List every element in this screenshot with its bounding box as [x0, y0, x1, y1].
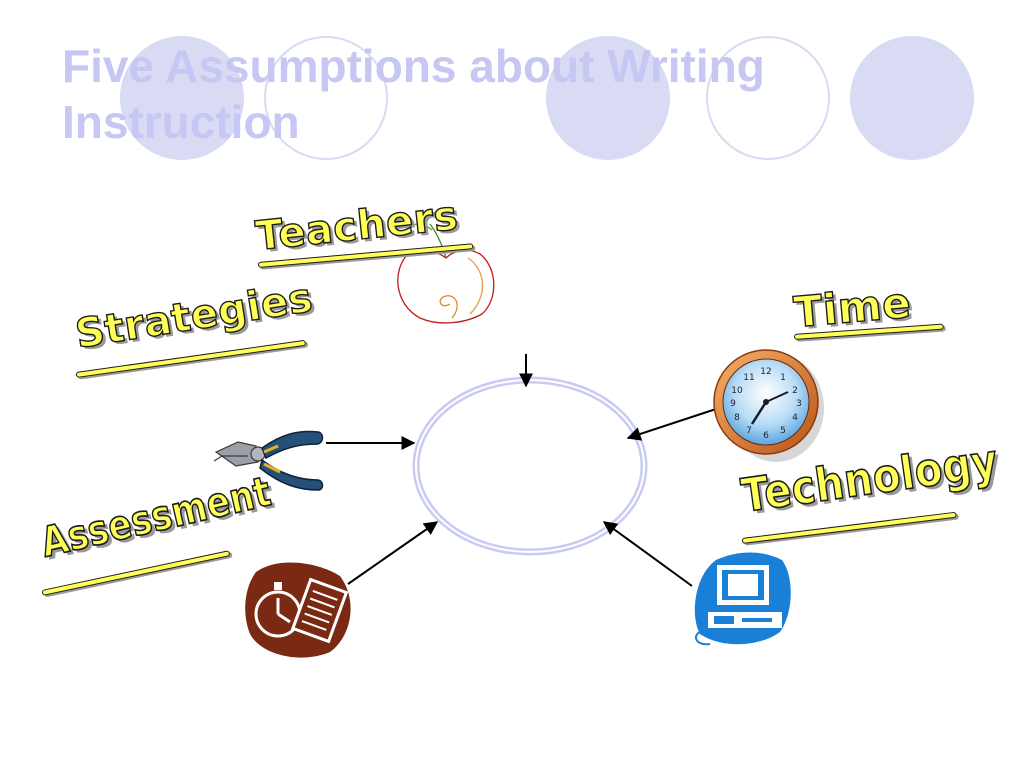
- svg-text:10: 10: [731, 386, 743, 396]
- decorative-ring: [706, 36, 830, 160]
- svg-text:9: 9: [730, 399, 736, 409]
- svg-text:3: 3: [796, 399, 802, 409]
- svg-text:1: 1: [780, 373, 786, 383]
- svg-text:4: 4: [792, 413, 798, 423]
- arrow-assessment: [347, 521, 439, 585]
- pliers-icon: [213, 430, 324, 491]
- svg-text:2: 2: [792, 386, 798, 396]
- apple-doodle-icon: [397, 223, 495, 324]
- label-time: Time: [791, 277, 914, 337]
- decorative-ring: [264, 36, 388, 160]
- svg-text:11: 11: [743, 373, 754, 383]
- decorative-circle: [120, 36, 244, 160]
- decorative-circle: [546, 36, 670, 160]
- computer-icon: [694, 552, 791, 646]
- slide-title: Five Assumptions about Writing Instructi…: [62, 40, 765, 148]
- svg-text:5: 5: [780, 426, 786, 436]
- arrow-time: [626, 408, 717, 441]
- stopwatch-document-icon: [245, 562, 351, 658]
- svg-text:7: 7: [746, 426, 752, 436]
- svg-text:8: 8: [734, 413, 740, 423]
- arrow-technology: [602, 521, 693, 587]
- svg-text:12: 12: [760, 367, 771, 377]
- svg-text:6: 6: [763, 431, 769, 441]
- decorative-circle: [850, 36, 974, 160]
